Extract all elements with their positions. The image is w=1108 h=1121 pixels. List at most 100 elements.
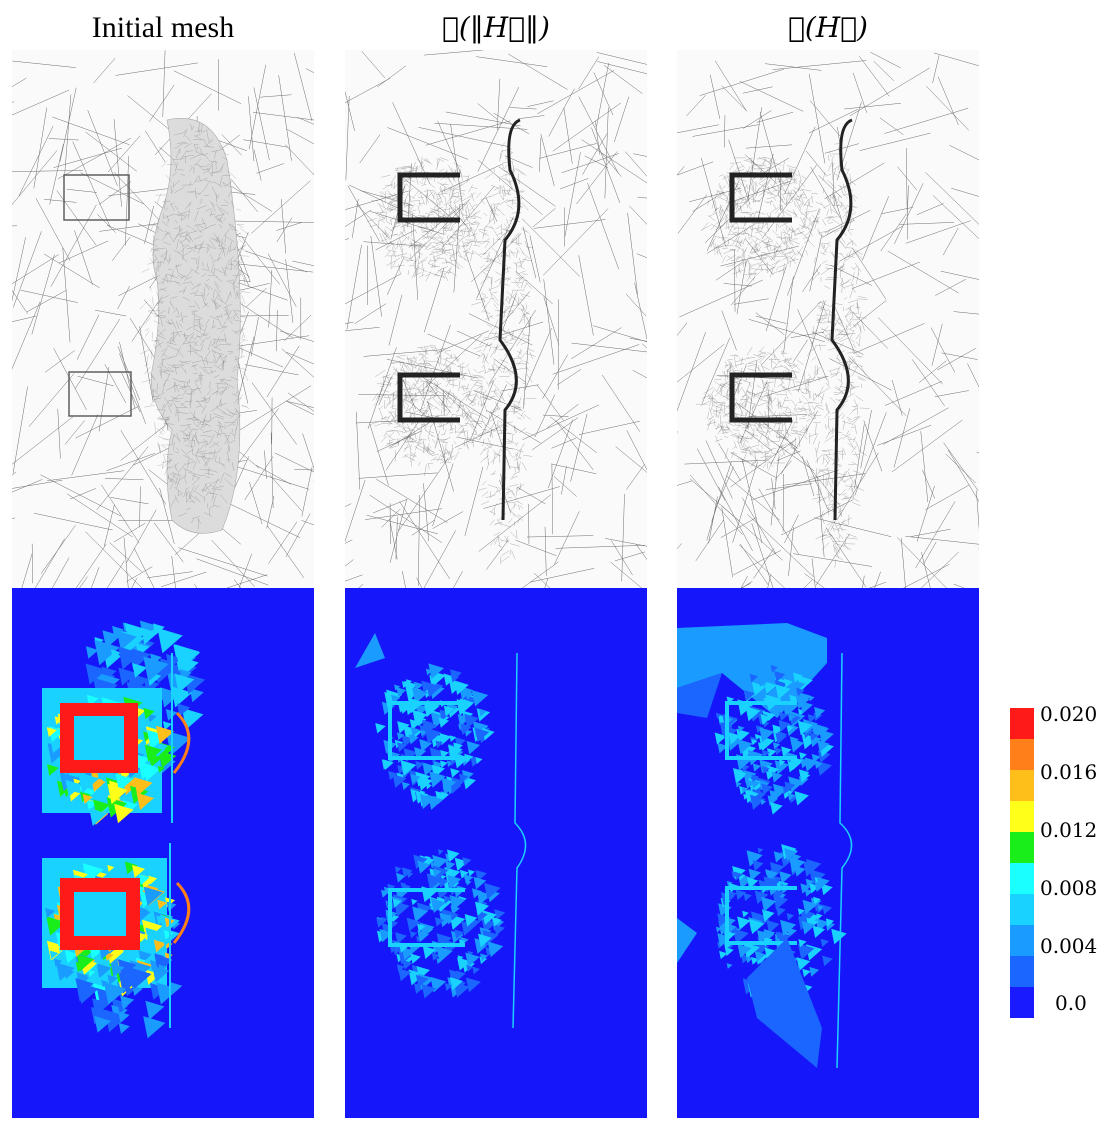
error-patch [430,861,438,869]
colorbar-tick-label: 0.008 [1040,876,1098,900]
error-patch [459,869,469,879]
error-patch [143,1016,166,1039]
error-patch [745,779,755,789]
error-patch [466,740,481,755]
error-patch [424,727,442,744]
error-patch [438,717,450,728]
error-patch [726,963,733,969]
error-patch [807,714,817,724]
error-patch [761,765,770,774]
error-patch [466,977,481,993]
error-patch [145,1000,165,1020]
error-patch [410,727,421,737]
error-patch [780,919,797,936]
error-patch [85,663,107,685]
error-patch [82,793,93,804]
error-patch [138,874,150,886]
error-patch [118,1022,130,1034]
error-patch [820,938,829,948]
error-patch [774,760,790,775]
error-patch [745,956,754,964]
error-patch [774,670,786,683]
error-patch [89,807,108,827]
error-patch [831,928,847,945]
error-patch [396,687,407,698]
error-patch [421,680,434,693]
error-patch [406,871,414,879]
error-patch [107,783,128,805]
error-patch [797,720,813,736]
error-patch [88,969,96,977]
error-patch [44,907,56,918]
error-patch [789,736,799,746]
error-patch [124,986,135,997]
conductor-outline [68,371,132,417]
error-patch [464,713,479,729]
error-patch [75,977,94,997]
error-patch [120,995,135,1010]
error-patch [415,760,425,770]
error-patch [396,732,405,741]
error-patch [443,895,452,904]
error-patch [417,682,424,689]
error-patch [441,777,457,793]
colorbar-tick-label: 0.0 [1055,991,1087,1015]
error-patch [107,865,115,873]
error-patch [445,860,456,871]
error-patch [439,732,452,746]
error-patch [136,907,151,922]
error-patch [394,866,402,874]
error-patch [788,713,796,722]
error-patch [781,746,792,757]
colorbar-tick-label: 0.016 [1040,760,1098,784]
error-patch [754,951,766,962]
error-patch [760,799,767,806]
colorbar-band [1010,987,1034,1018]
error-patch [773,894,789,910]
error-patch [143,707,155,720]
error-patch [464,914,478,927]
error-patch [798,943,815,960]
error-patch [792,672,803,683]
error-patch [813,896,821,905]
error-patch [417,923,426,933]
error-patch [415,974,429,988]
error-patch [450,674,460,683]
error-patch [76,954,94,972]
error-patch [802,899,818,915]
error-patch [392,774,407,788]
error-patch [114,803,134,824]
error-patch [771,771,783,783]
error-patch [170,686,193,708]
error-patch [746,877,759,889]
error-patch [116,630,137,651]
error-panel-initial [12,588,314,1118]
error-patch [736,728,750,743]
error-patch [766,748,777,758]
error-panel-metric-vector-h [677,588,979,1118]
error-patch [743,892,752,902]
error-patch [147,713,157,723]
error-patch [817,740,830,753]
error-patch [748,868,761,882]
error-patch [420,729,427,737]
error-patch [381,916,388,924]
error-patch [465,952,480,967]
colorbar-band [1010,708,1034,740]
error-patch [770,665,779,673]
error-patch [825,918,835,927]
error-patch [132,865,146,878]
error-patch [124,861,138,875]
mesh-panel-metric-norm-h [345,50,647,588]
error-patch [107,974,118,986]
error-patch [761,896,777,912]
error-patch [422,945,436,959]
error-patch [737,739,753,755]
error-patch [796,687,805,697]
error-patch [143,656,169,682]
error-patch [53,958,63,967]
error-patch [450,768,460,778]
error-patch [817,750,831,763]
error-patch [492,916,502,927]
error-patch [817,905,824,911]
